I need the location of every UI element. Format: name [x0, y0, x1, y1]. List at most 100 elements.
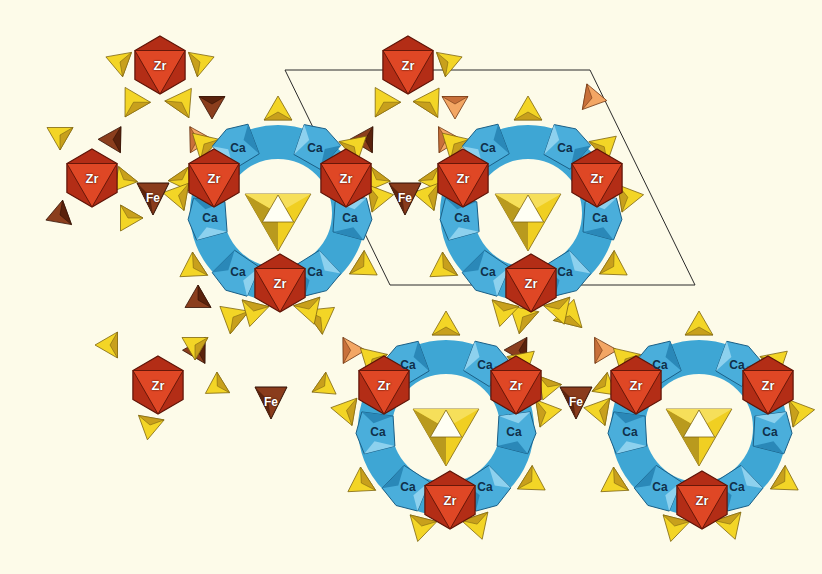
ca-polyhedron: Ca	[353, 407, 403, 457]
element-label: Ca	[477, 359, 492, 371]
tetrahedron	[115, 167, 138, 191]
element-label: Ca	[622, 426, 637, 438]
tetrahedron	[514, 96, 542, 120]
ca-polyhedron: Ca	[325, 193, 375, 243]
ca-polyhedron: Ca	[489, 407, 539, 457]
fe-tetrahedron: Fe	[387, 179, 423, 217]
tetrahedron	[106, 52, 132, 76]
element-label: Zr	[696, 494, 709, 507]
element-label: Ca	[557, 266, 572, 278]
element-label: Zr	[86, 172, 99, 185]
element-label: Zr	[510, 379, 523, 392]
ca-polyhedron: Ca	[437, 193, 487, 243]
zr-octahedron: Zr	[432, 146, 494, 210]
tetrahedron	[180, 252, 208, 277]
tetrahedron	[492, 300, 519, 327]
ca-polyhedron: Ca	[185, 193, 235, 243]
element-label: Ca	[729, 481, 744, 493]
tetrahedron	[139, 415, 165, 439]
tetrahedron	[771, 466, 799, 491]
tetrahedron	[601, 467, 629, 492]
element-label: Zr	[402, 59, 415, 72]
ca-polyhedron: Ca	[575, 193, 625, 243]
tetrahedron	[264, 96, 292, 120]
zr-octahedron: Zr	[671, 468, 733, 532]
tetrahedron	[47, 128, 73, 151]
tetrahedron	[189, 52, 215, 76]
central-tetrahedra	[666, 409, 732, 466]
tetrahedron	[205, 372, 229, 393]
tetrahedron	[432, 311, 460, 335]
tetrahedron	[536, 400, 562, 427]
element-label: Zr	[378, 379, 391, 392]
element-label: Zr	[208, 172, 221, 185]
tetrahedron	[413, 88, 439, 117]
element-label: Zr	[274, 277, 287, 290]
central-tetrahedra	[245, 194, 311, 251]
tetrahedron	[185, 285, 211, 308]
zr-octahedron: Zr	[249, 251, 311, 315]
element-label: Fe	[569, 396, 583, 408]
tetrahedron	[375, 88, 401, 117]
element-label: Fe	[264, 396, 278, 408]
tetrahedron	[95, 332, 118, 358]
tetrahedron	[600, 251, 628, 276]
element-label: Zr	[525, 277, 538, 290]
zr-octahedron: Zr	[566, 146, 628, 210]
tetrahedron	[348, 467, 376, 492]
element-label: Ca	[506, 426, 521, 438]
zr-octahedron: Zr	[419, 468, 481, 532]
element-label: Zr	[154, 59, 167, 72]
element-label: Zr	[457, 172, 470, 185]
zr-octahedron: Zr	[61, 146, 123, 210]
element-label: Zr	[152, 379, 165, 392]
tetrahedron	[121, 205, 144, 231]
central-tetrahedra	[495, 194, 561, 251]
zr-octahedron: Zr	[127, 353, 189, 417]
tetrahedron	[584, 398, 610, 425]
tetrahedron	[46, 200, 72, 224]
element-label: Ca	[557, 142, 572, 154]
tetrahedron	[685, 311, 713, 335]
element-label: Ca	[592, 212, 607, 224]
element-label: Fe	[398, 192, 412, 204]
tetrahedron	[98, 127, 121, 153]
element-label: Ca	[454, 212, 469, 224]
tetrahedron	[437, 52, 463, 76]
element-label: Zr	[762, 379, 775, 392]
zr-octahedron: Zr	[485, 353, 547, 417]
central-tetrahedra	[413, 409, 479, 466]
tetrahedron	[430, 252, 458, 277]
element-label: Ca	[729, 359, 744, 371]
tetrahedron	[220, 306, 249, 334]
element-label: Ca	[400, 359, 415, 371]
tetrahedron	[182, 338, 208, 361]
element-label: Ca	[307, 266, 322, 278]
ca-polyhedron: Ca	[605, 407, 655, 457]
tetrahedron	[582, 84, 606, 110]
tetrahedron	[442, 97, 468, 120]
element-label: Fe	[146, 192, 160, 204]
zr-octahedron: Zr	[315, 146, 377, 210]
element-label: Ca	[202, 212, 217, 224]
tetrahedron	[199, 97, 225, 120]
element-label: Ca	[230, 142, 245, 154]
tetrahedron	[350, 251, 378, 276]
element-label: Ca	[480, 266, 495, 278]
zr-octahedron: Zr	[183, 146, 245, 210]
ca-polyhedron: Ca	[745, 407, 795, 457]
element-label: Ca	[370, 426, 385, 438]
tetrahedron	[539, 376, 562, 400]
fe-tetrahedron: Fe	[558, 383, 594, 421]
fe-tetrahedron: Fe	[135, 179, 171, 217]
tetrahedron	[125, 87, 151, 117]
tetrahedron	[789, 400, 815, 427]
tetrahedron	[331, 398, 357, 425]
element-label: Zr	[591, 172, 604, 185]
fe-tetrahedron: Fe	[253, 383, 289, 421]
element-label: Ca	[307, 142, 322, 154]
element-label: Zr	[340, 172, 353, 185]
zr-octahedron: Zr	[737, 353, 799, 417]
zr-octahedron: Zr	[500, 251, 562, 315]
